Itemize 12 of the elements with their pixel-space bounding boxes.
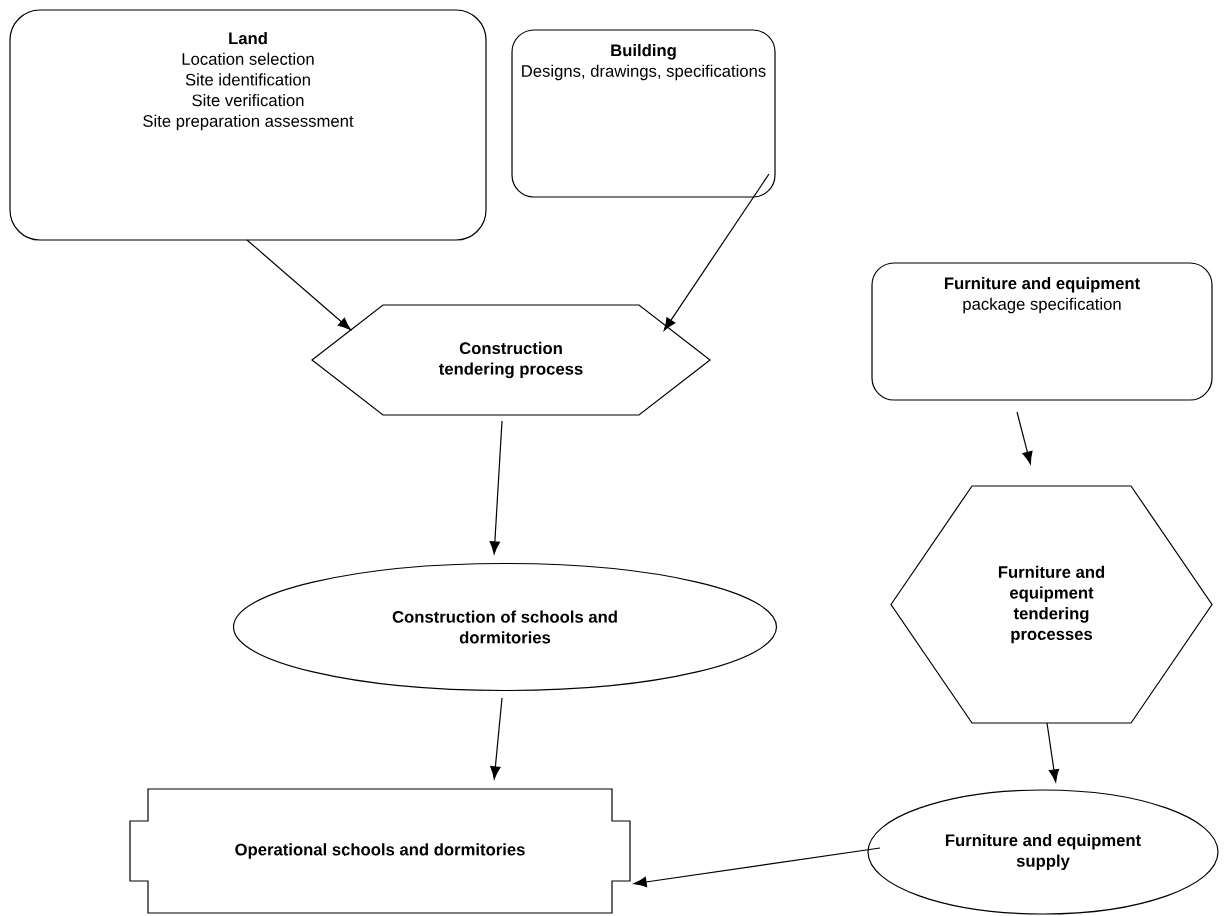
arrow [633,847,881,888]
arrow [663,173,770,331]
process-box: Land Location selection Site identification Site verification Site preparation assessment [9,9,487,241]
process-box: Building Designs, drawings, specifications [511,29,776,198]
arrow [489,420,503,555]
arrow [246,239,351,331]
hexagon: Furniture and equipment tendering processes [890,485,1213,724]
hexagon: Construction tendering process [311,304,711,416]
arrow [1046,722,1060,783]
arrow [490,697,503,780]
process-box: Furniture and equipment package specification [871,262,1213,401]
arrow [1016,411,1033,465]
